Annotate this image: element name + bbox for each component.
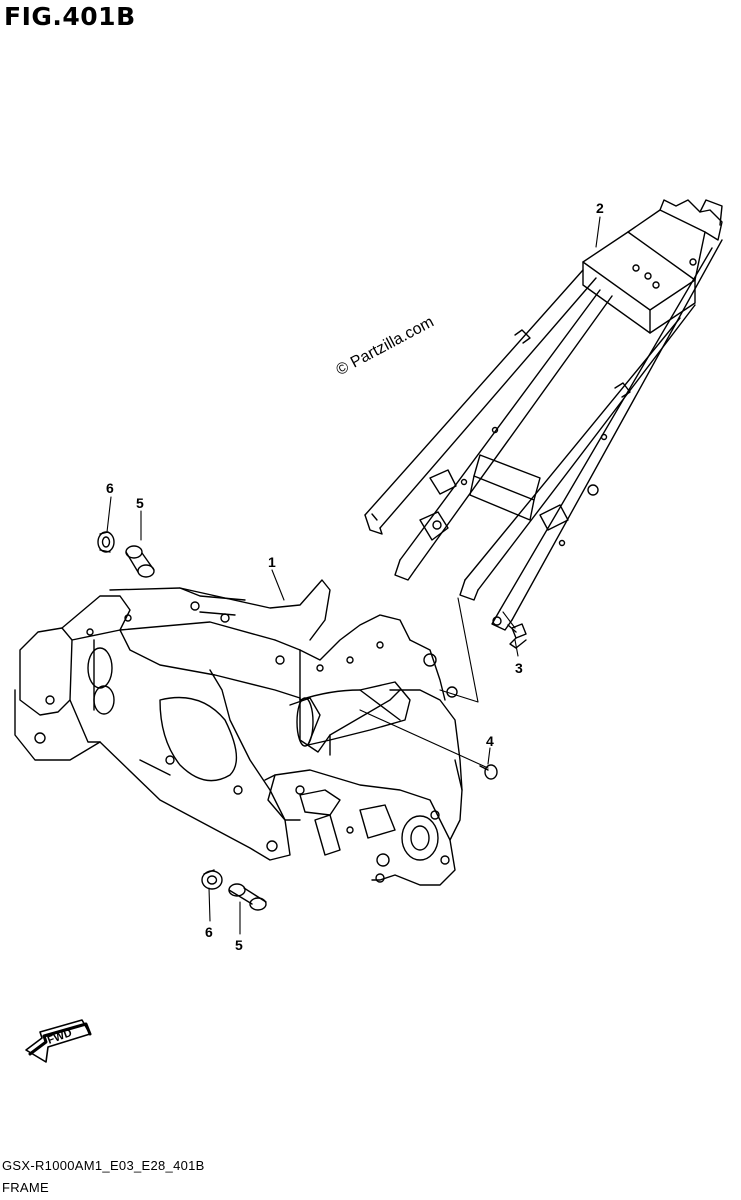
- callout-label-4: 4: [486, 733, 494, 749]
- collar-part-6-lower: [201, 869, 223, 890]
- fwd-arrow-icon: [25, 1019, 92, 1063]
- callout-label-5-lower: 5: [235, 937, 243, 953]
- spacer-part-5-lower: [228, 883, 267, 911]
- bolt-leader-line: [359, 709, 489, 769]
- collar-part-6-upper: [97, 531, 115, 553]
- main-frame: [14, 579, 463, 886]
- bolt-part-3: [507, 623, 527, 649]
- model-code: GSX-R1000AM1_E03_E28_401B: [2, 1158, 205, 1173]
- spacer-part-5-upper: [125, 545, 155, 578]
- callout-label-2: 2: [596, 200, 604, 216]
- callout-leaders: [106, 216, 601, 935]
- seat-rail-subframe: [364, 199, 723, 631]
- callout-label-6-lower: 6: [205, 924, 213, 940]
- callout-label-1: 1: [268, 554, 276, 570]
- section-label: FRAME: [2, 1180, 49, 1195]
- callout-label-5-upper: 5: [136, 495, 144, 511]
- figure-title: FIG.401B: [4, 2, 136, 31]
- assembly-guide-line: [439, 597, 479, 703]
- callout-label-3: 3: [515, 660, 523, 676]
- callout-label-6-upper: 6: [106, 480, 114, 496]
- plug-part-4: [479, 764, 498, 780]
